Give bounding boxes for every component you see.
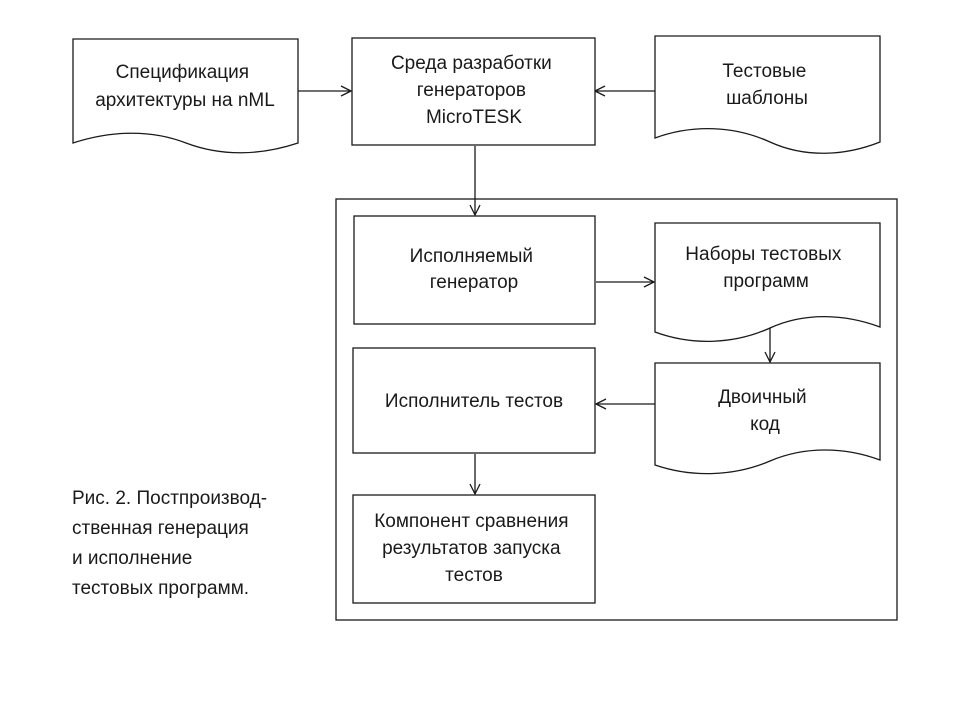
- figure-caption-line-3: и исполнение: [72, 548, 193, 569]
- node-executor-shape: [352, 347, 596, 454]
- node-binary: Двоичный код: [654, 362, 881, 475]
- node-executor: Исполнитель тестов: [352, 347, 596, 454]
- svg-text:Спецификация архитектуры: Спецификация архитектуры на nML: [95, 62, 275, 111]
- node-binary-line-1: Двоичный: [718, 387, 807, 408]
- node-env-line-1: Среда разработки: [391, 53, 552, 74]
- node-test-sets-shape: [654, 222, 881, 342]
- svg-text:Наборы тестовых программ: Наборы тестовых программ: [685, 244, 846, 292]
- node-env-shape: [351, 37, 596, 146]
- node-env-line-3: MicroTESK: [426, 107, 522, 128]
- node-comparator-line-2: результатов запуска: [382, 538, 561, 559]
- node-binary-shape: [654, 362, 881, 475]
- figure-caption-line-2: ственная генерация: [72, 518, 249, 539]
- node-comparator-shape: [352, 494, 596, 604]
- svg-text:Исполнитель тестов: Исполнитель тестов: [385, 391, 563, 412]
- figure-caption-line-4: тестовых программ.: [72, 578, 250, 599]
- node-spec-shape: [72, 38, 299, 154]
- svg-text:Среда разработки генерат: Среда разработки генераторов MicroTESK: [391, 53, 557, 128]
- node-executable: Исполняемый генератор: [353, 215, 596, 325]
- node-spec-line-1: Спецификация: [116, 62, 249, 83]
- node-executor-line-1: Исполнитель тестов: [385, 391, 563, 412]
- node-executable-shape: [353, 215, 596, 325]
- svg-text:Исполняемый генератор: Исполняемый генератор: [410, 246, 539, 293]
- node-spec: Спецификация архитектуры на nML: [72, 38, 299, 154]
- svg-text:Двоичный код: Двоичный код: [718, 387, 812, 435]
- svg-text:Тестовые шаблоны: Тестовые шаблоны: [722, 61, 811, 109]
- figure-caption: Рис. 2. Постпроизвод- ственная генерация…: [72, 484, 332, 604]
- node-test-sets-line-2: программ: [723, 271, 809, 292]
- node-templates-line-1: Тестовые: [722, 61, 806, 82]
- node-templates: Тестовые шаблоны: [654, 35, 881, 154]
- node-binary-line-2: код: [750, 414, 780, 435]
- node-env: Среда разработки генераторов MicroTESK: [351, 37, 596, 146]
- node-templates-shape: [654, 35, 881, 154]
- runtime-container-frame: [335, 198, 898, 621]
- node-comparator-line-3: тестов: [445, 565, 503, 586]
- node-test-sets: Наборы тестовых программ: [654, 222, 881, 342]
- svg-text:Компонент сравнения резу: Компонент сравнения результатов запуска …: [374, 511, 574, 586]
- node-executable-line-2: генератор: [430, 272, 518, 293]
- node-spec-line-2: архитектуры на nML: [95, 90, 275, 111]
- node-comparator: Компонент сравнения результатов запуска …: [352, 494, 596, 604]
- node-test-sets-line-1: Наборы тестовых: [685, 244, 842, 265]
- node-comparator-line-1: Компонент сравнения: [374, 511, 568, 532]
- node-templates-line-2: шаблоны: [726, 88, 808, 109]
- figure-caption-line-1: Рис. 2. Постпроизвод-: [72, 488, 268, 509]
- node-env-line-2: генераторов: [417, 80, 526, 101]
- node-executable-line-1: Исполняемый: [410, 246, 533, 267]
